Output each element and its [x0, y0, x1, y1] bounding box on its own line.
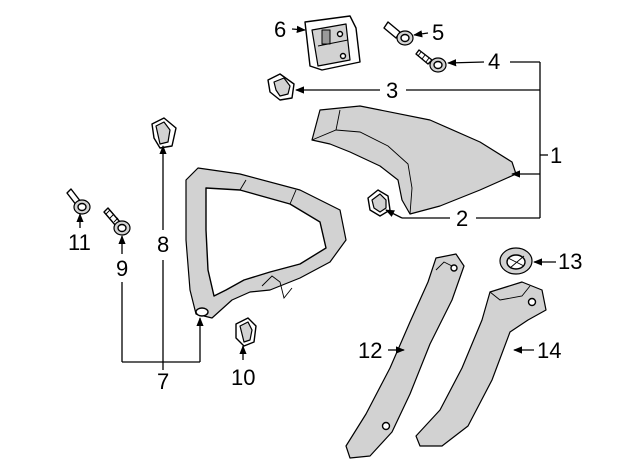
part-10-clip [235, 317, 257, 347]
callout-3: 3 [386, 78, 398, 103]
part-1-quarter-trim [311, 105, 517, 215]
callout-8: 8 [157, 232, 169, 257]
part-6-bracket [304, 15, 361, 71]
callout-7: 7 [157, 369, 169, 394]
callout-5: 5 [432, 20, 444, 45]
part-12-pillar-trim [345, 253, 465, 459]
part-11-bolt [66, 188, 91, 215]
callout-1: 1 [550, 143, 562, 168]
callout-labels: 6 5 4 3 1 2 8 11 9 7 10 13 12 14 [68, 17, 582, 394]
part-2-clip [367, 189, 391, 217]
part-5-screw [383, 21, 414, 46]
part-4-screw [415, 49, 447, 73]
part-3-clip [267, 73, 295, 101]
callout-10: 10 [231, 365, 255, 390]
callout-6: 6 [274, 17, 286, 42]
callout-13: 13 [558, 249, 582, 274]
leader-lines [76, 25, 556, 370]
large-trim-panel [185, 167, 347, 319]
part-8-clip [151, 117, 177, 149]
callout-9: 9 [116, 256, 128, 281]
callout-12: 12 [358, 338, 382, 363]
callout-14: 14 [537, 338, 561, 363]
part-9-screw [103, 207, 131, 236]
part-13-grommet [499, 247, 533, 275]
callout-2: 2 [456, 206, 468, 231]
callout-4: 4 [488, 49, 500, 74]
part-14-trim [415, 281, 547, 447]
callout-11: 11 [68, 230, 91, 255]
